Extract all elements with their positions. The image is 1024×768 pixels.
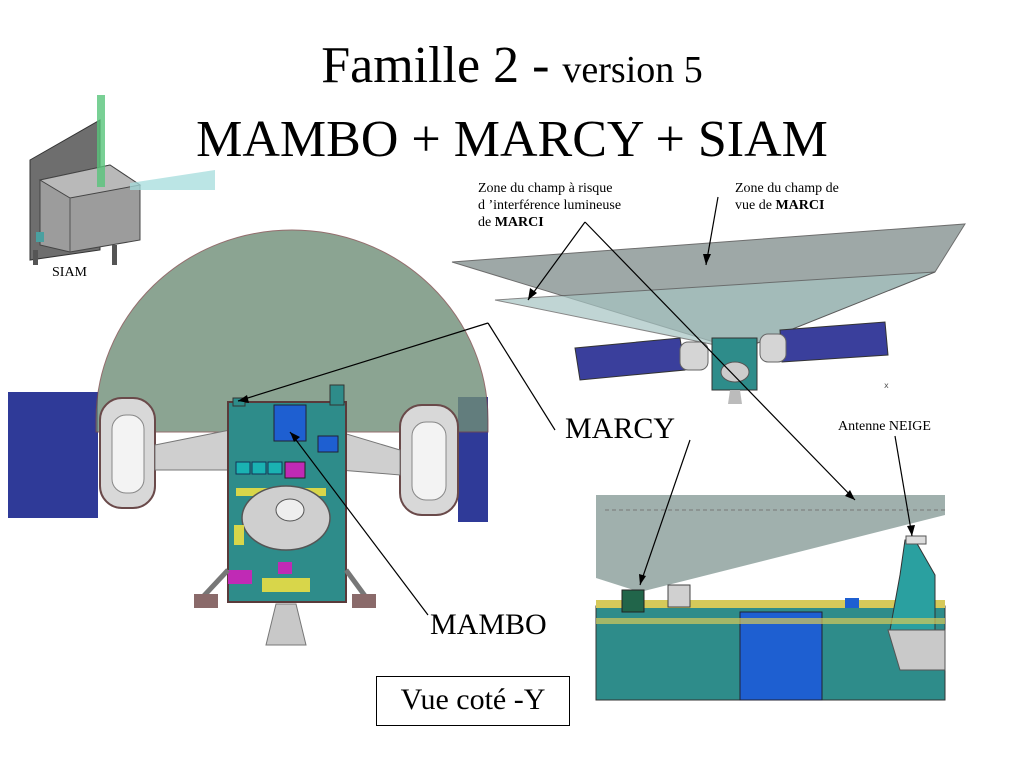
siam-instrument	[29, 95, 215, 265]
zone-risk-line3-prefix: de	[478, 215, 495, 230]
callout-arrowheads	[238, 254, 915, 585]
zone-view-label: Zone du champ de vue de MARCI	[735, 180, 895, 214]
zone-risk-line3-bold: MARCI	[494, 215, 544, 230]
left-solar-panel	[8, 392, 98, 518]
zone-risk-line2: d ’interférence lumineuse	[478, 198, 622, 213]
mambo-label: MAMBO	[430, 608, 547, 641]
zone-view-line2-prefix: vue de	[735, 198, 776, 213]
detail-view	[595, 495, 946, 701]
svg-text:x: x	[884, 381, 889, 390]
zone-risk-line1: Zone du champ à risque	[478, 181, 613, 196]
zone-view-line2-bold: MARCI	[775, 198, 825, 213]
marcy-label: MARCY	[565, 412, 676, 445]
title-version: version 5	[562, 49, 703, 91]
title-main: Famille 2 -	[321, 37, 563, 94]
view-side-caption: Vue coté -Y	[376, 676, 570, 726]
siam-label: SIAM	[52, 265, 88, 280]
callout-lines	[237, 196, 913, 616]
slide-title: Famille 2 - version 5	[0, 36, 1024, 100]
zone-risk-line3: de MARCI	[478, 214, 678, 231]
zone-view-line1: Zone du champ de	[735, 181, 839, 196]
slide-subtitle: MAMBO + MARCY + SIAM	[196, 111, 828, 168]
perspective-view: x	[451, 223, 966, 404]
antenne-neige-label: Antenne NEIGE	[838, 419, 931, 434]
zone-risk-label: Zone du champ à risque d ’interférence l…	[478, 180, 678, 231]
marcy-box	[621, 589, 645, 613]
zone-view-line2: vue de MARCI	[735, 197, 895, 214]
fov-dome	[95, 229, 489, 433]
main-spacecraft-view	[8, 229, 489, 646]
